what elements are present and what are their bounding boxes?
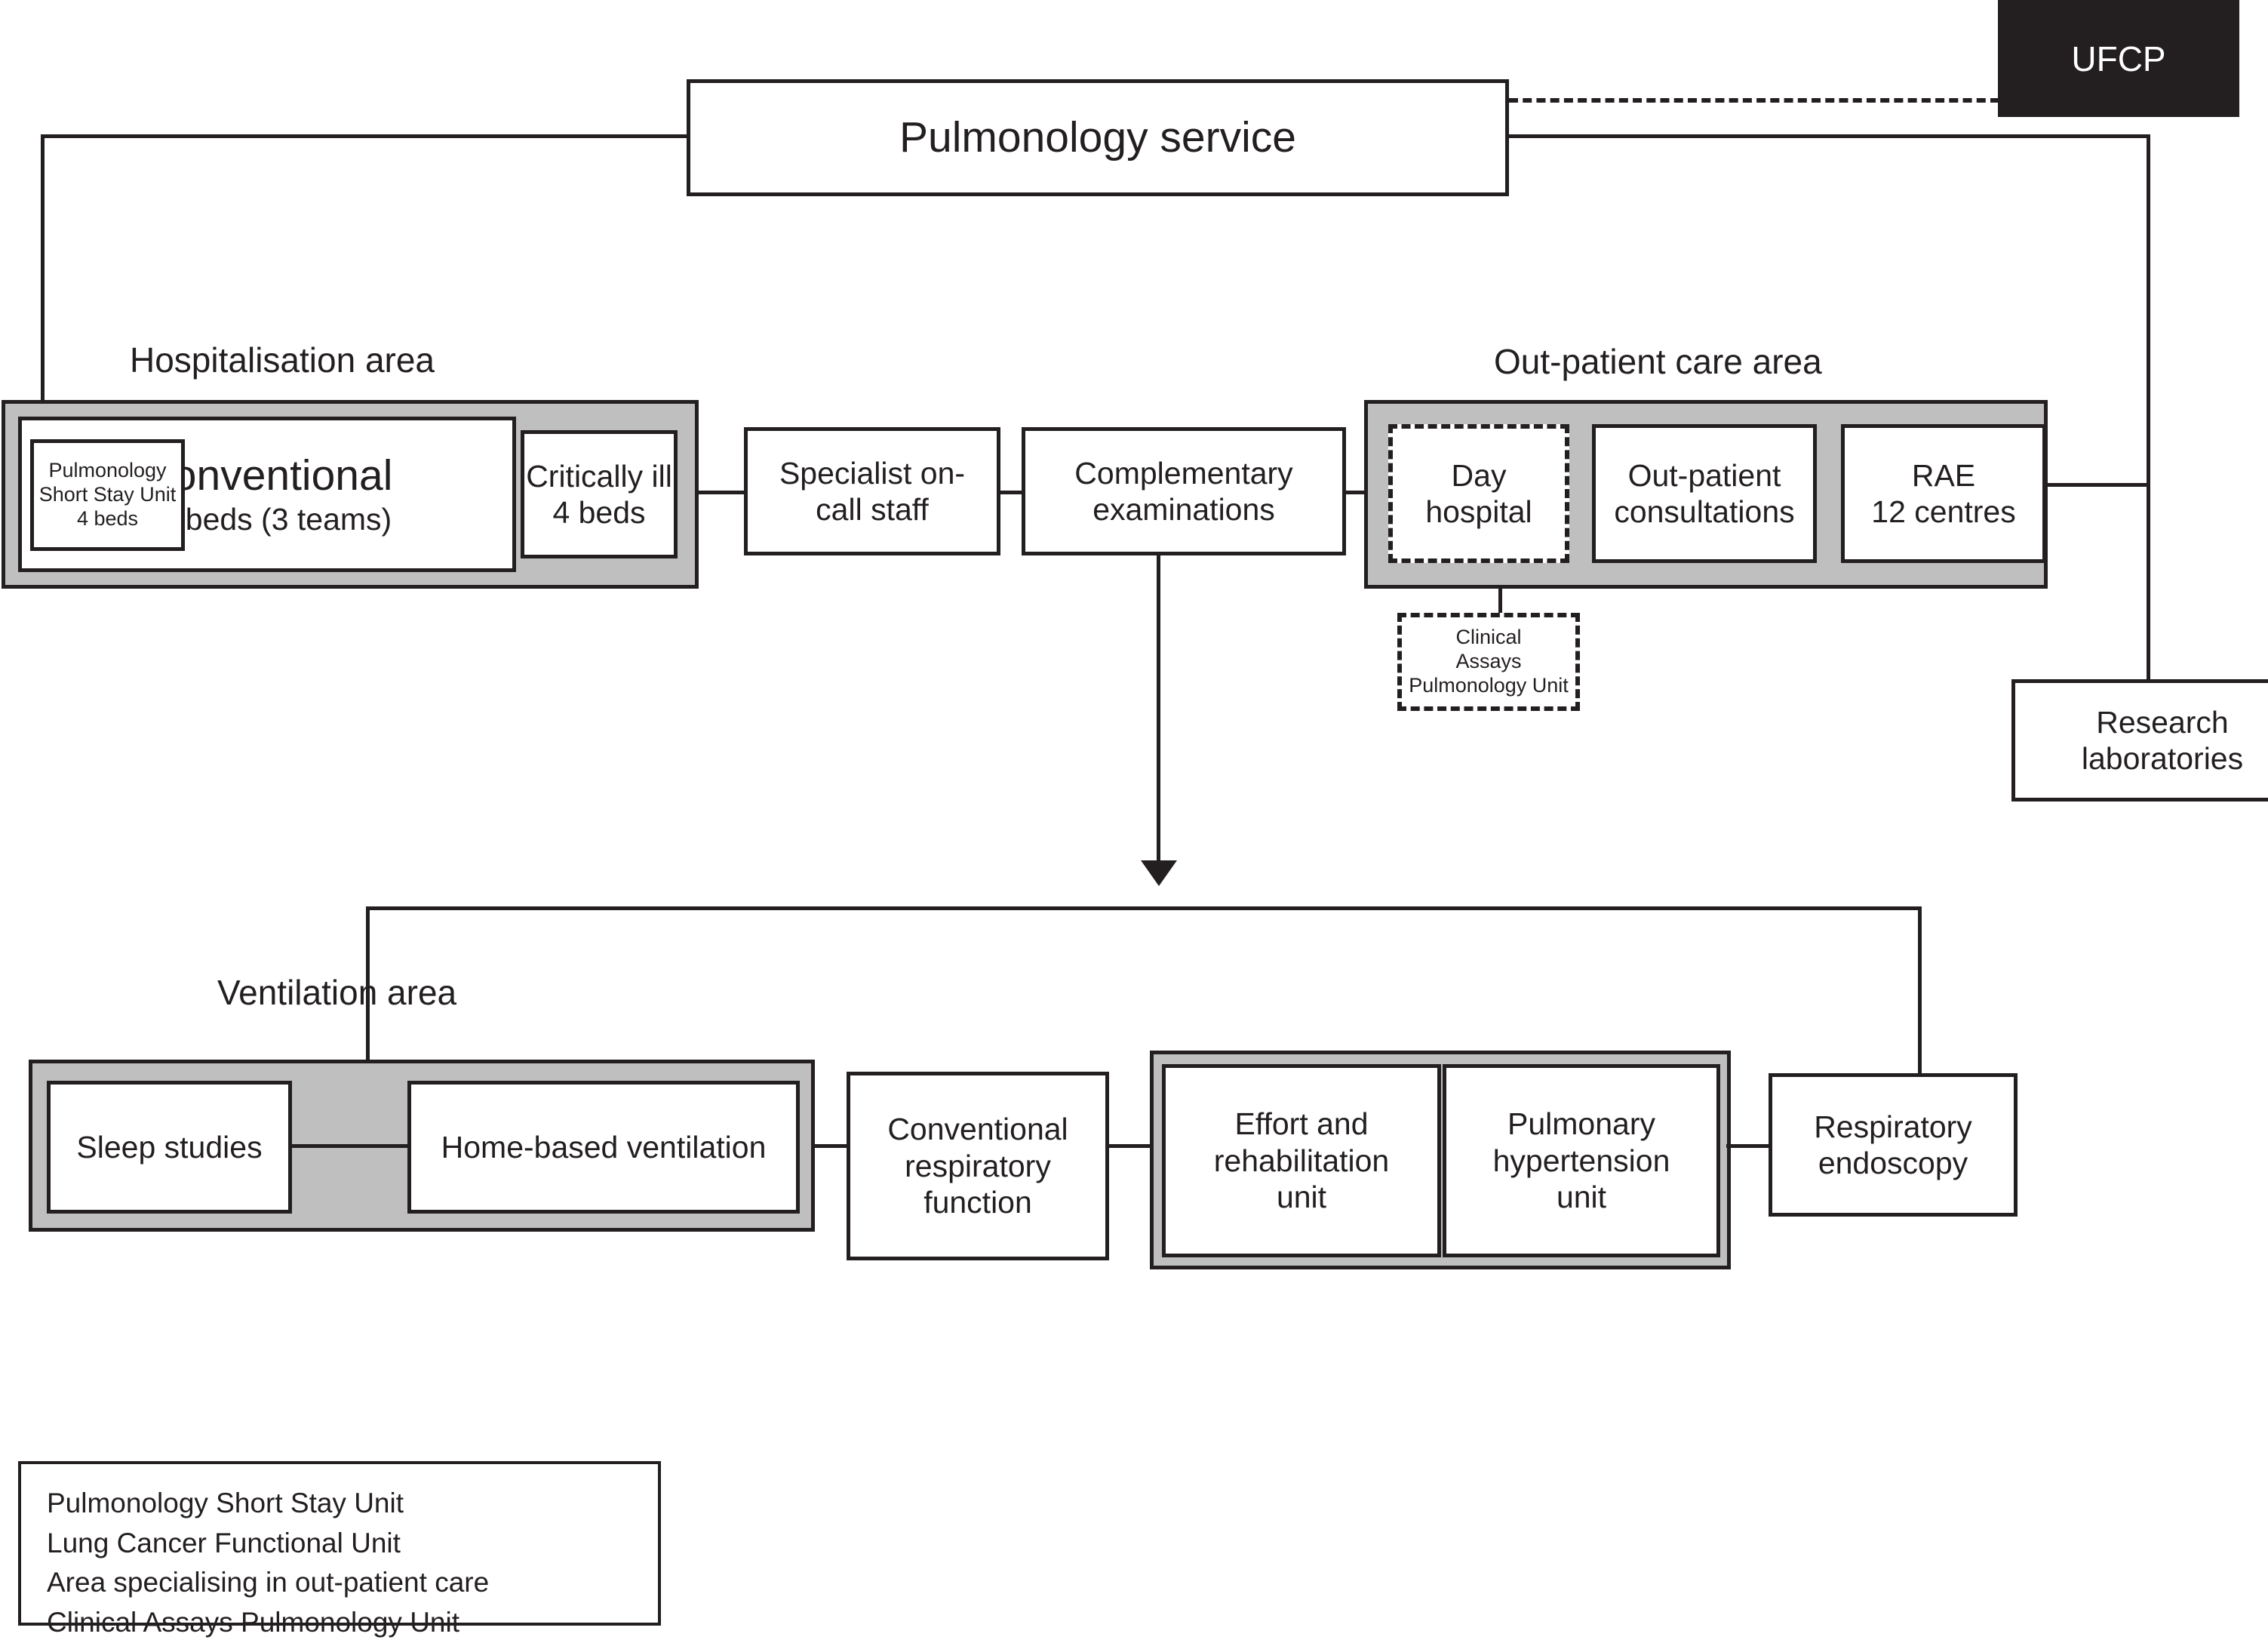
legend-item: Clinical Assays Pulmonology Unit (47, 1606, 460, 1638)
ufcp-badge-label: UFCP (2071, 38, 2166, 78)
node-short-stay-unit-line2: Short Stay Unit (38, 483, 177, 506)
node-rae[interactable]: RAE 12 centres (1841, 424, 2046, 563)
node-pulm-hyp-line2: hypertension (1492, 1143, 1670, 1178)
node-effort-rehabilitation-unit[interactable]: Effort and rehabilitation unit (1162, 1064, 1441, 1257)
connector-complementary-down (1157, 554, 1160, 863)
label-outpatient-area-text: Out-patient care area (1494, 342, 1822, 381)
connector-bus-left-down (366, 906, 370, 1061)
node-outpatient-consultations-line2: consultations (1614, 494, 1795, 529)
node-research-laboratories-line1: Research (2096, 704, 2229, 740)
node-sleep-studies[interactable]: Sleep studies (47, 1081, 292, 1214)
node-sleep-studies-label: Sleep studies (76, 1129, 263, 1165)
node-conventional-respiratory-function[interactable]: Conventional respiratory function (847, 1072, 1109, 1260)
label-hospitalisation-area: Hospitalisation area (130, 340, 435, 380)
connector-service-left (41, 134, 690, 138)
node-pulm-hyp-line3: unit (1556, 1180, 1607, 1215)
node-conv-resp-line2: respiratory (905, 1148, 1051, 1183)
node-pulm-hyp-line1: Pulmonary (1507, 1106, 1655, 1142)
node-pulmonology-service-label: Pulmonology service (899, 112, 1296, 162)
node-complementary-line1: Complementary (1074, 455, 1293, 491)
node-rae-line2: 12 centres (1871, 494, 2016, 529)
connector-sleep-to-homevent (290, 1144, 410, 1148)
node-complementary-examinations[interactable]: Complementary examinations (1022, 427, 1346, 555)
label-hospitalisation-area-text: Hospitalisation area (130, 340, 435, 380)
node-outpatient-consultations[interactable]: Out-patient consultations (1592, 424, 1817, 563)
node-effort-line3: unit (1276, 1180, 1327, 1215)
legend-box: Pulmonology Short Stay Unit Lung Cancer … (18, 1461, 661, 1638)
ufcp-badge: UFCP (1998, 0, 2239, 117)
legend-item: Pulmonology Short Stay Unit (47, 1488, 404, 1518)
connector-convresp-to-units (1106, 1144, 1153, 1148)
connector-service-to-ufcp (1509, 98, 1999, 103)
node-critically-ill-line1: Critically ill (526, 458, 672, 494)
connector-hosp-to-oncall (696, 491, 745, 494)
node-day-hospital-line1: Day (1451, 457, 1507, 493)
node-critically-ill[interactable]: Critically ill 4 beds (521, 430, 678, 558)
arrowhead-down-icon (1141, 860, 1177, 886)
connector-oncall-to-complementary (997, 491, 1025, 494)
node-specialist-oncall[interactable]: Specialist on- call staff (744, 427, 1000, 555)
node-day-hospital-line2: hospital (1425, 494, 1532, 529)
label-outpatient-area: Out-patient care area (1494, 341, 1822, 382)
connector-left-down (41, 134, 45, 402)
node-short-stay-unit-line3: 4 beds (76, 506, 139, 530)
connector-units-to-endoscopy (1726, 1144, 1772, 1148)
node-clinical-assays-unit[interactable]: Clinical Assays Pulmonology Unit (1397, 613, 1580, 711)
node-specialist-oncall-line2: call staff (816, 492, 929, 527)
connector-service-right (1506, 134, 2150, 138)
connector-ventarea-to-convresp (812, 1144, 850, 1148)
connector-right-down (2147, 134, 2150, 684)
node-outpatient-consultations-line1: Out-patient (1627, 457, 1781, 493)
label-ventilation-area-text: Ventilation area (217, 973, 457, 1012)
node-conv-resp-line1: Conventional (887, 1112, 1068, 1147)
node-day-hospital[interactable]: Day hospital (1388, 424, 1569, 563)
node-conv-resp-line3: function (923, 1185, 1032, 1220)
legend-item: Area specialising in out-patient care (47, 1567, 490, 1598)
node-effort-line2: rehabilitation (1213, 1143, 1390, 1178)
node-endoscopy-line1: Respiratory (1814, 1109, 1972, 1144)
node-research-laboratories-line2: laboratories (2081, 741, 2244, 776)
node-respiratory-endoscopy[interactable]: Respiratory endoscopy (1769, 1073, 2018, 1217)
legend-item: Lung Cancer Functional Unit (47, 1527, 401, 1558)
node-home-based-ventilation[interactable]: Home-based ventilation (407, 1081, 800, 1214)
node-endoscopy-line2: endoscopy (1818, 1146, 1968, 1180)
node-specialist-oncall-line1: Specialist on- (779, 455, 966, 491)
connector-outpatient-to-assays (1498, 587, 1502, 634)
connector-right-to-outpatient (2048, 483, 2150, 487)
node-clinical-assays-line1: Clinical (1455, 626, 1522, 649)
node-complementary-line2: examinations (1093, 492, 1275, 527)
node-short-stay-unit-line1: Pulmonology (48, 459, 167, 482)
node-pulmonary-hypertension-unit[interactable]: Pulmonary hypertension unit (1443, 1064, 1720, 1257)
node-clinical-assays-line2: Assays (1455, 650, 1522, 673)
connector-ventilation-bus (366, 906, 1922, 910)
node-clinical-assays-line3: Pulmonology Unit (1409, 673, 1569, 697)
label-ventilation-area: Ventilation area (217, 972, 456, 1013)
connector-bus-right-down (1918, 906, 1922, 1076)
node-home-based-ventilation-label: Home-based ventilation (441, 1129, 767, 1165)
node-research-laboratories[interactable]: Research laboratories (2011, 679, 2268, 802)
node-rae-line1: RAE (1911, 457, 1976, 493)
node-pulmonology-service[interactable]: Pulmonology service (687, 79, 1509, 196)
node-short-stay-unit[interactable]: Pulmonology Short Stay Unit 4 beds (30, 439, 185, 551)
node-critically-ill-line2: 4 beds (552, 495, 646, 530)
node-effort-line1: Effort and (1234, 1106, 1369, 1142)
